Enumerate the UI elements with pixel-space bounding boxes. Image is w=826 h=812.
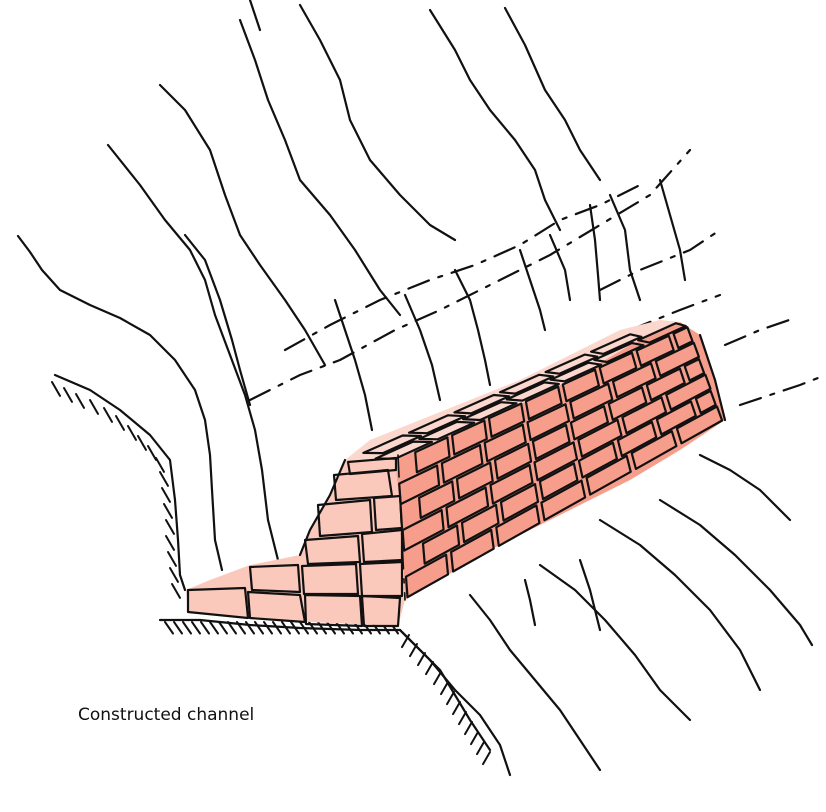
hatch-mark xyxy=(210,622,218,634)
hatch-mark xyxy=(90,400,98,414)
hatch-mark xyxy=(483,752,490,764)
hatch-mark xyxy=(183,622,191,634)
hatch-mark xyxy=(410,644,417,656)
hatch-mark xyxy=(434,672,441,684)
hatch-mark xyxy=(148,446,156,460)
hatch-mark xyxy=(138,436,146,450)
terrace-dashed-lines xyxy=(250,150,818,405)
hatch-mark xyxy=(264,622,272,634)
hatch-mark xyxy=(465,722,472,734)
hatch-mark xyxy=(174,622,182,634)
hatch-mark xyxy=(192,622,200,634)
hatch-mark xyxy=(170,568,178,582)
hatch-mark xyxy=(116,416,124,430)
hatch-mark xyxy=(104,408,112,422)
hatch-mark xyxy=(52,382,60,396)
hatch-mark xyxy=(246,622,254,634)
hatch-mark xyxy=(156,458,164,472)
channel-wall xyxy=(186,320,725,626)
hatch-mark xyxy=(168,552,176,566)
hatch-mark xyxy=(166,520,174,534)
hatch-mark xyxy=(160,472,168,486)
hatch-mark xyxy=(172,584,180,598)
hatch-mark xyxy=(201,622,209,634)
hatch-mark xyxy=(166,536,174,550)
hatch-mark xyxy=(459,712,466,724)
hatch-mark xyxy=(447,692,454,704)
hatch-mark xyxy=(477,742,484,754)
wall-end-face xyxy=(186,460,405,626)
hatch-mark xyxy=(164,504,172,518)
figure-caption: Constructed channel xyxy=(78,705,254,725)
hatch-mark xyxy=(64,388,72,402)
hatch-mark xyxy=(76,394,84,408)
hatch-mark xyxy=(165,622,173,634)
hatch-mark xyxy=(471,732,478,744)
hatch-mark xyxy=(426,662,433,674)
hatch-mark xyxy=(418,653,425,665)
hatch-mark xyxy=(219,622,227,634)
hatch-mark xyxy=(441,682,448,694)
hatch-mark xyxy=(453,702,460,714)
hatch-mark xyxy=(162,488,170,502)
hatch-mark xyxy=(128,426,136,440)
hatch-mark xyxy=(336,622,344,634)
hatch-mark xyxy=(255,622,263,634)
